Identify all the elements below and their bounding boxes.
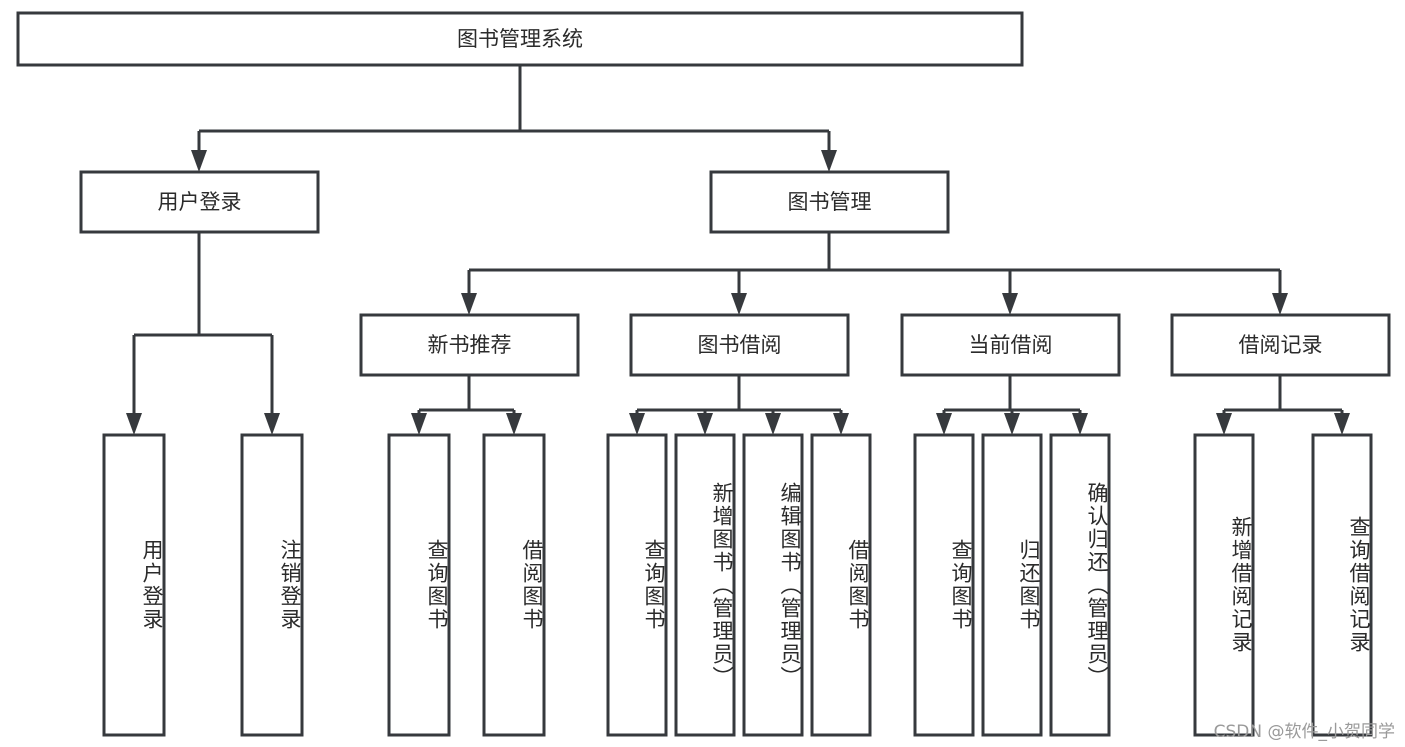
node-box	[606, 433, 668, 737]
arrow-head-icon	[936, 413, 952, 435]
node-box	[1170, 313, 1391, 377]
arrow-head-icon	[1072, 413, 1088, 435]
node-book-borrow[interactable]: 图书借阅	[629, 313, 850, 377]
node-label: 当前借阅	[969, 333, 1053, 357]
node-label: 借阅记录	[1239, 333, 1323, 357]
node-box	[16, 11, 1024, 67]
node-current-borrow[interactable]: 当前借阅	[900, 313, 1121, 377]
node-box	[1311, 433, 1373, 737]
node-box	[810, 433, 872, 737]
connector-group	[629, 375, 849, 435]
node-leaf-query-book-recommend[interactable]	[387, 433, 451, 737]
arrow-head-icon	[629, 413, 645, 435]
node-label: 图书管理	[788, 190, 872, 214]
node-leaf-query-book-current[interactable]	[913, 433, 975, 737]
arrow-head-icon	[1334, 413, 1350, 435]
node-leaf-borrow-book-recommend[interactable]	[482, 433, 546, 737]
connector-group	[1216, 375, 1350, 435]
arrow-head-icon	[1216, 413, 1232, 435]
node-box	[79, 170, 320, 234]
node-box	[359, 313, 580, 377]
node-label: 用户登录	[158, 190, 242, 214]
node-box	[629, 313, 850, 377]
node-new-book-recommend[interactable]: 新书推荐	[359, 313, 580, 377]
arrow-head-icon	[765, 413, 781, 435]
arrow-head-icon	[1004, 413, 1020, 435]
node-leaf-user-login[interactable]	[102, 433, 166, 737]
arrow-head-icon	[697, 413, 713, 435]
watermark-text: CSDN @软件_小贺同学	[1213, 722, 1395, 742]
node-leaf-add-book[interactable]	[674, 433, 736, 737]
arrow-head-icon	[461, 293, 477, 315]
node-leaf-query-book-borrow[interactable]	[606, 433, 668, 737]
node-leaf-return-book[interactable]	[981, 433, 1043, 737]
node-label: 图书借阅	[698, 333, 782, 357]
node-leaf-add-borrow-record[interactable]	[1193, 433, 1255, 737]
node-box	[981, 433, 1043, 737]
arrow-head-icon	[264, 413, 280, 435]
node-root[interactable]: 图书管理系统	[16, 11, 1024, 67]
node-box	[742, 433, 804, 737]
node-leaf-logout[interactable]	[240, 433, 304, 737]
node-leaf-borrow-book[interactable]	[810, 433, 872, 737]
node-box	[240, 433, 304, 737]
arrow-head-icon	[506, 413, 522, 435]
arrow-head-icon	[821, 150, 837, 172]
node-box	[913, 433, 975, 737]
connector-group	[936, 375, 1088, 435]
connectors-layer	[126, 65, 1350, 435]
node-box	[387, 433, 451, 737]
arrow-head-icon	[1002, 293, 1018, 315]
node-label: 新书推荐	[428, 333, 512, 357]
node-box	[900, 313, 1121, 377]
node-box	[482, 433, 546, 737]
connector-group	[461, 232, 1288, 315]
node-borrow-record[interactable]: 借阅记录	[1170, 313, 1391, 377]
node-leaf-confirm-return[interactable]	[1049, 433, 1111, 737]
node-leaf-query-borrow-record[interactable]	[1311, 433, 1373, 737]
arrow-head-icon	[1272, 293, 1288, 315]
node-box	[1193, 433, 1255, 737]
node-box	[1049, 433, 1111, 737]
arrow-head-icon	[833, 413, 849, 435]
node-box	[674, 433, 736, 737]
node-book-management[interactable]: 图书管理	[709, 170, 950, 234]
arrow-head-icon	[731, 293, 747, 315]
node-box	[102, 433, 166, 737]
arrow-head-icon	[411, 413, 427, 435]
arrow-head-icon	[126, 413, 142, 435]
node-leaf-edit-book[interactable]	[742, 433, 804, 737]
node-box	[709, 170, 950, 234]
node-user-login[interactable]: 用户登录	[79, 170, 320, 234]
connector-group	[191, 65, 837, 172]
connector-group	[411, 375, 522, 435]
connector-group	[126, 232, 280, 435]
arrow-head-icon	[191, 150, 207, 172]
node-label: 图书管理系统	[457, 27, 583, 51]
